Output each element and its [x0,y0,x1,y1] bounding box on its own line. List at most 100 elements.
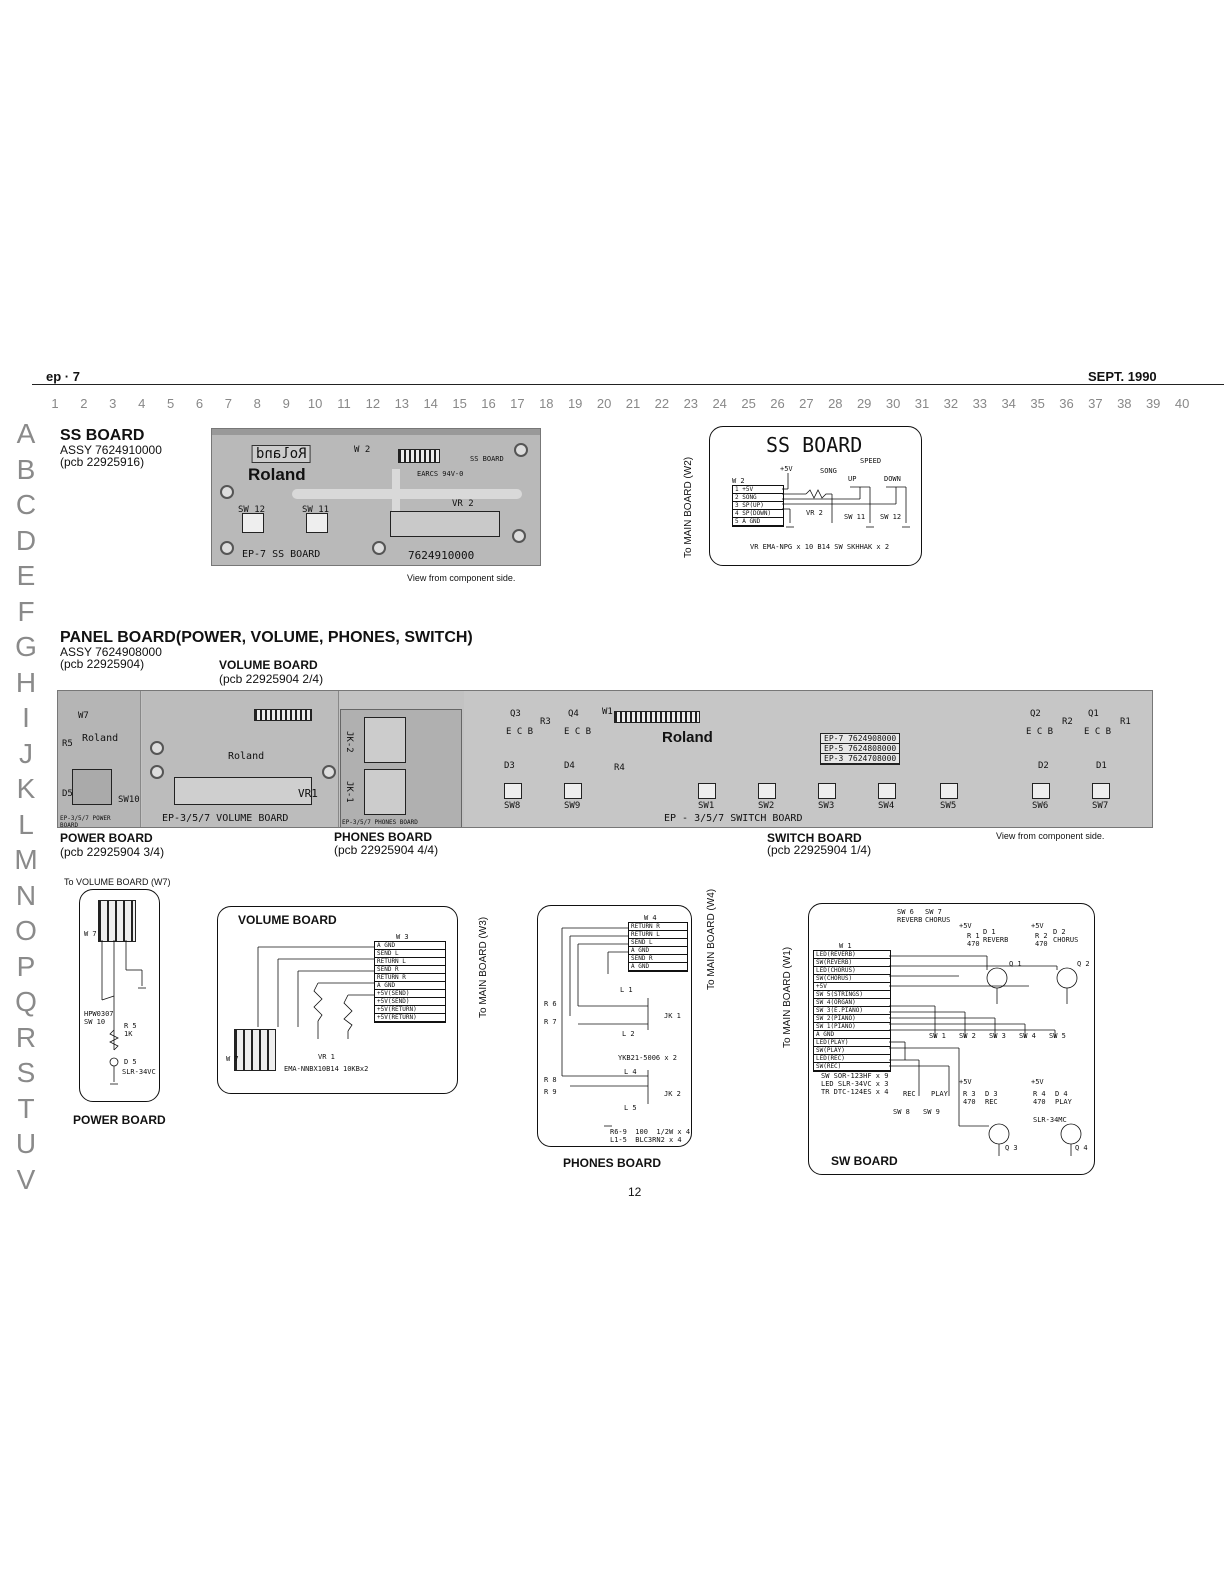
sw-sch-q2: Q 2 [1077,960,1090,968]
phones-sch-wires [561,927,649,1127]
panel-silk-q2: Q2 [1030,709,1041,719]
ss-sch-parts: VR EMA-NPG x 10 B14 SW SKHHAK x 2 [750,543,890,551]
ss-silk-label: SS BOARD [470,455,504,463]
sw-sch-sw8: SW 8 [893,1108,910,1116]
power-sch-to-volume: To VOLUME BOARD (W7) [64,877,171,887]
phones-board-pcb: (pcb 22925904 4/4) [334,843,439,857]
sw-sch-sw9: SW 9 [923,1108,940,1116]
switch-pad [1032,783,1050,799]
phones-board-label: PHONES BOARD [334,830,433,844]
pin-label: SW 5(STRINGS) [814,991,890,999]
power-sch-wires [101,940,146,1085]
sw-sch-sw7: SW 7 CHORUS [925,908,951,924]
column-number: 40 [1174,396,1190,411]
sw-sch-sw6: SW 6 REVERB [897,908,923,924]
switch-label: SW8 [504,801,521,811]
column-number: 12 [365,396,381,411]
pin-label: +5V(SEND) [375,990,445,998]
switch-pad [504,783,522,799]
sw-sch-sw5: SW 5 [1049,1032,1066,1040]
ss-silk-sw11: SW 11 [302,505,330,515]
pin-label: 2 SONG [733,494,783,502]
column-number: 7 [224,396,232,411]
phones-sch-jack-part: YKB21-5006 x 2 [618,1054,678,1062]
sw-sch-5v-d: +5V [1031,1078,1044,1086]
column-number: 13 [394,396,410,411]
panel-silk-switch-name: EP - 3/5/7 SWITCH BOARD [664,813,803,824]
sw-sch-5v-b: +5V [1031,922,1044,930]
power-board-schematic: W 7 HPW0307 SW 10 R 5 1K D 5 SLR-34VC [79,889,160,1102]
switch-label: SW1 [698,801,715,811]
power-sch-sw: HPW0307 SW 10 [84,1010,114,1026]
model-label: EP-5 7624808000 [821,744,900,754]
panel-silk-sw10: SW10 [118,795,140,805]
row-letter: P [16,950,36,982]
column-number: 35 [1030,396,1045,411]
pin-label: SW(REVERB) [814,959,890,967]
panel-silk-jk1: JK-1 [344,781,354,803]
phones-sch-l4: L 4 [624,1068,637,1076]
column-number: 38 [1117,396,1132,411]
panel-silk-r4: R4 [614,763,625,773]
phones-sch-to-main: To MAIN BOARD (W4) [706,888,717,990]
panel-board-pcb-photo: W7 Roland R5 D5 SW10 EP-3/5/7 POWER BOAR… [57,690,1153,828]
pin-label: +5V [814,983,890,991]
phones-sch-l1: L 1 [620,986,633,994]
column-number: 8 [253,396,261,411]
column-number: 37 [1088,396,1103,411]
ss-board-schematic: SS BOARD W 2 +5V SONG SPEED UP DOWN 1 +5… [709,426,922,566]
switch-label: SW5 [940,801,957,811]
ss-sch-down: DOWN [884,475,901,483]
phones-sch-r8: R 8 [544,1076,557,1084]
column-number: 24 [712,396,727,411]
ss-sch-up: UP [848,475,857,483]
ss-board-pcb-photo: Roland Roland W 2 EARCS 94V-0 SS BOARD V… [211,428,541,566]
row-letter: J [19,737,33,769]
volume-sch-w3: W 3 [396,933,409,941]
power-sch-led: SLR-34VC [122,1068,156,1076]
panel-silk-d1: D1 [1096,761,1107,771]
row-letter: N [15,879,37,911]
row-letter: E [16,560,36,591]
column-number: 28 [828,396,843,411]
switch-label: SW4 [878,801,895,811]
column-number: 5 [166,396,175,411]
panel-silk-d3: D3 [504,761,515,771]
pin-label: SW 1(PIANO) [814,1023,890,1031]
column-number: 23 [683,396,699,411]
pin-label: A GND [629,963,687,971]
ss-board-pcb: (pcb 22925916) [60,455,145,469]
switch-label: SW2 [758,801,775,811]
volume-sch-title: VOLUME BOARD [238,913,337,927]
panel-silk-q1: Q1 [1088,709,1099,719]
ss-silk-vr2: VR 2 [452,499,474,509]
ss-sch-speed: SPEED [860,457,882,465]
sw-sch-title: SW BOARD [831,1154,898,1168]
sw-sch-rec: REC [903,1090,916,1098]
switch-label: SW9 [564,801,581,811]
phones-sch-jk1: JK 1 [664,1012,681,1020]
row-letter: I [22,702,30,733]
phones-sch-l2: L 2 [622,1030,635,1038]
sw-sch-5v-a: +5V [959,922,972,930]
pin-label: A GND [629,947,687,955]
panel-silk-q3: Q3 [510,709,521,719]
page-number: 12 [628,1185,642,1199]
pin-label: +5V(RETURN) [375,1014,445,1022]
pin-label: 4 SP(DOWN) [733,510,783,518]
panel-silk-d5: D5 [62,789,73,799]
row-letter: T [17,1092,35,1124]
panel-silk-volume-brand: Roland [228,751,265,762]
pin-label: A GND [375,942,445,950]
pin-label: SW(CHORUS) [814,975,890,983]
ss-view-note: View from component side. [407,573,516,583]
column-number: 20 [596,396,612,411]
column-number: 21 [625,396,641,411]
column-number: 39 [1145,396,1161,411]
switch-pad [940,783,958,799]
pin-label: SW(PLAY) [814,1047,890,1055]
ss-silk-w2: W 2 [354,445,371,455]
ss-board-title: SS BOARD [60,427,145,444]
switch-label: SW6 [1032,801,1049,811]
row-letter: M [14,844,38,875]
